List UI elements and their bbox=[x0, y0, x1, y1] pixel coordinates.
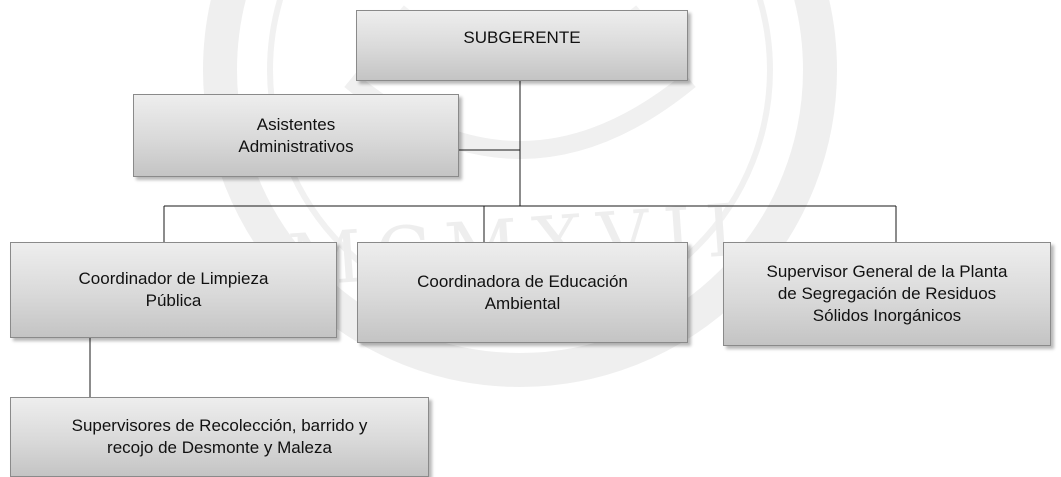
node-supervisores-label: Supervisores de Recolección, barrido y r… bbox=[71, 416, 368, 457]
node-subgerente: SUBGERENTE bbox=[356, 10, 688, 81]
node-asistentes-administrativos: Asistentes Administrativos bbox=[133, 94, 459, 177]
node-subgerente-label: SUBGERENTE bbox=[463, 28, 581, 47]
node-limpieza-label: Coordinador de Limpieza Pública bbox=[78, 269, 269, 310]
node-coordinadora-educacion-ambiental: Coordinadora de Educación Ambiental bbox=[357, 242, 688, 343]
node-supervisor-general-planta: Supervisor General de la Planta de Segre… bbox=[723, 242, 1051, 346]
node-asistentes-label: Asistentes Administrativos bbox=[238, 114, 354, 156]
node-coordinador-limpieza-publica: Coordinador de Limpieza Pública bbox=[10, 242, 337, 338]
node-supervisores-recoleccion: Supervisores de Recolección, barrido y r… bbox=[10, 397, 429, 477]
node-planta-label: Supervisor General de la Planta de Segre… bbox=[766, 262, 1008, 325]
node-educacion-label: Coordinadora de Educación Ambiental bbox=[417, 271, 628, 313]
